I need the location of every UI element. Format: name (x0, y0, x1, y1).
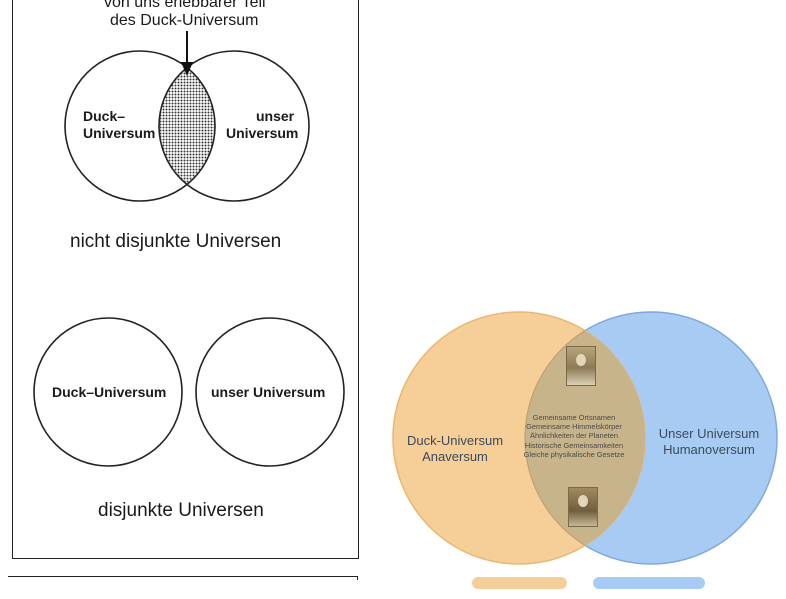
duck-universe-label-disjoint: Duck–Universum (52, 384, 167, 400)
duck-universe-name: Duck-Universum (406, 433, 504, 448)
pointer-caption-line2: des Duck-Universum (110, 12, 259, 29)
frame-right-border (358, 0, 359, 558)
our-universe-circle-bottom (195, 317, 345, 467)
duck-universe-label-line1: Duck– (83, 108, 126, 124)
duck-universe-label-color: Duck-Universum Anaversum (400, 433, 510, 465)
disjoint-caption: disjunkte Universen (98, 500, 264, 521)
portrait-photo-top (566, 346, 596, 386)
duck-reflection (472, 577, 567, 589)
frame-bottom-rule (8, 576, 358, 577)
our-universe-circle-top (158, 50, 310, 202)
our-universe-label-disjoint: unser Universum (211, 384, 326, 400)
pointer-arrow-head (181, 62, 193, 76)
duck-universe-circle-top (64, 50, 216, 202)
humanoversum-name: Humanoversum (663, 442, 755, 457)
shared-item: Gemeinsame Himmelskörper (526, 422, 622, 432)
shared-item: Ähnlichkeiten der Planeten (530, 431, 618, 441)
overlap-region-hatched (159, 51, 215, 201)
our-universe-label-line2: Universum (226, 125, 299, 141)
ours-reflection (593, 577, 705, 589)
our-universe-label-line1: unser (256, 108, 295, 124)
shared-item: Gemeinsame Ortsnamen (532, 413, 616, 422)
duck-universe-circle-bottom (33, 317, 183, 467)
duck-universe-label-line2: Universum (83, 125, 156, 141)
shared-item: Historische Gemeinsamkeiten (524, 440, 624, 450)
portrait-photo-bottom (568, 487, 598, 527)
frame-bottom-tick (357, 576, 358, 580)
pointer-caption-line1: von uns erlebbarer Teil (104, 0, 266, 11)
frame-bottom-border (12, 558, 359, 559)
our-universe-label-color: Unser Universum Humanoversum (656, 426, 762, 458)
our-universe-name: Unser Universum (658, 426, 760, 441)
anaversum-name: Anaversum (422, 449, 488, 464)
shared-features-list: Gemeinsame Ortsnamen Gemeinsame Himmelsk… (518, 413, 630, 459)
frame-left-border (12, 0, 13, 558)
non-disjoint-caption: nicht disjunkte Universen (70, 231, 282, 252)
shared-item: Gleiche physikalische Gesetze (523, 449, 625, 459)
